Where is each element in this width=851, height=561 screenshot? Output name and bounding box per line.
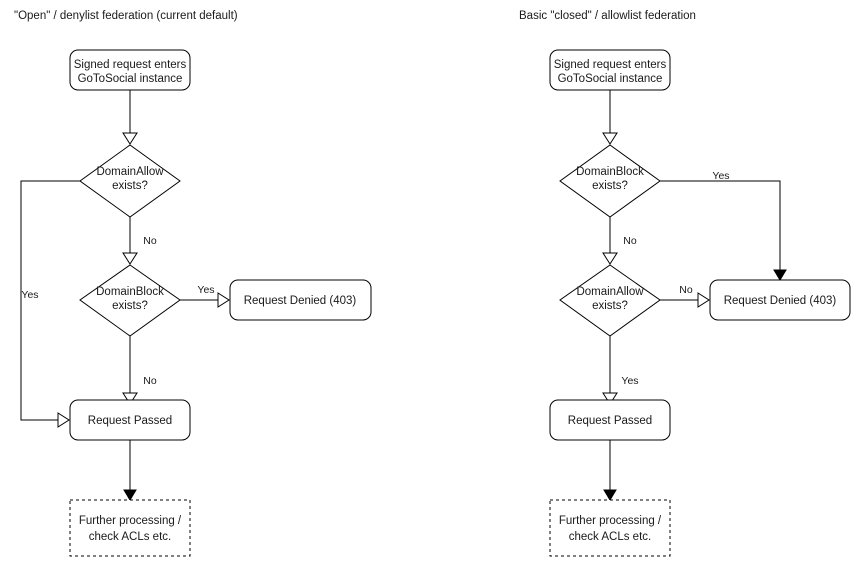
- node-right-domainallow-line2: exists?: [592, 300, 628, 312]
- edge-left-start-to-allow: [122, 90, 138, 145]
- node-left-start-line1: Signed request enters: [74, 59, 187, 71]
- node-left-further-processing-line2: check ACLs etc.: [89, 531, 171, 543]
- node-left-further-processing: Further processing / check ACLs etc.: [69, 499, 191, 557]
- node-right-request-passed-label: Request Passed: [568, 415, 652, 427]
- node-left-request-denied-label: Request Denied (403): [244, 295, 357, 307]
- node-right-request-passed: Request Passed: [549, 399, 671, 441]
- edge-left-block-yes: Yes: [180, 284, 230, 308]
- node-left-domainblock: DomainBlock exists?: [79, 264, 181, 337]
- edge-left-allow-yes: Yes: [20, 180, 80, 428]
- node-left-start: Signed request enters GoToSocial instanc…: [69, 49, 191, 91]
- node-right-domainblock: DomainBlock exists?: [559, 144, 661, 218]
- node-left-request-passed: Request Passed: [69, 399, 191, 441]
- edge-label-left-block-yes: Yes: [197, 284, 214, 296]
- edge-label-left-block-no: No: [143, 375, 157, 387]
- node-right-request-denied: Request Denied (403): [709, 279, 851, 321]
- node-left-domainblock-line2: exists?: [112, 300, 148, 312]
- node-left-request-denied-shape: [229, 279, 372, 321]
- node-left-request-passed-label: Request Passed: [88, 415, 172, 427]
- node-right-request-denied-shape: [709, 279, 851, 321]
- panel-right-title: Basic "closed" / allowlist federation: [519, 10, 696, 22]
- edge-right-passed-to-further: [603, 440, 617, 501]
- node-right-start: Signed request enters GoToSocial instanc…: [549, 49, 671, 91]
- node-right-domainallow: DomainAllow exists?: [559, 264, 661, 337]
- node-left-domainblock-line1: DomainBlock: [96, 286, 164, 298]
- node-right-request-denied-label: Request Denied (403): [724, 295, 837, 307]
- edge-left-allow-no: No: [122, 217, 157, 265]
- node-right-domainblock-line2: exists?: [592, 180, 628, 192]
- node-right-further-processing-line1: Further processing /: [559, 515, 662, 527]
- node-right-domainallow-line1: DomainAllow: [576, 286, 644, 298]
- node-left-start-line2: GoToSocial instance: [78, 73, 183, 85]
- edge-label-right-block-yes: Yes: [712, 170, 729, 182]
- edge-right-block-yes: Yes: [660, 170, 787, 281]
- node-left-further-processing-shape: [69, 499, 191, 557]
- edge-left-block-no: No: [122, 336, 157, 405]
- edge-label-left-allow-no: No: [143, 235, 157, 247]
- node-left-domainallow-line2: exists?: [112, 180, 148, 192]
- node-right-start-line2: GoToSocial instance: [558, 73, 663, 85]
- node-left-further-processing-line1: Further processing /: [79, 515, 182, 527]
- edge-right-block-no: No: [602, 217, 637, 265]
- edge-label-left-allow-yes: Yes: [21, 289, 38, 301]
- edge-label-right-block-no: No: [623, 235, 637, 247]
- edge-right-allow-yes: Yes: [602, 336, 639, 405]
- node-right-further-processing: Further processing / check ACLs etc.: [549, 499, 671, 557]
- node-right-further-processing-shape: [549, 499, 671, 557]
- edge-left-passed-to-further: [123, 440, 137, 501]
- edge-label-right-allow-yes: Yes: [621, 375, 638, 387]
- edge-right-allow-no: No: [660, 284, 710, 308]
- edge-label-right-allow-no: No: [679, 284, 693, 296]
- edge-right-start-to-block: [602, 90, 618, 145]
- node-left-request-denied: Request Denied (403): [229, 279, 372, 321]
- panel-right: Basic "closed" / allowlist federation Si…: [519, 10, 851, 557]
- node-left-domainallow: DomainAllow exists?: [79, 144, 181, 218]
- panel-left: "Open" / denylist federation (current de…: [14, 10, 372, 557]
- node-left-domainallow-line1: DomainAllow: [96, 166, 164, 178]
- node-right-domainblock-line1: DomainBlock: [576, 166, 644, 178]
- node-right-start-line1: Signed request enters: [554, 59, 667, 71]
- panel-left-title: "Open" / denylist federation (current de…: [14, 10, 238, 22]
- node-right-further-processing-line2: check ACLs etc.: [569, 531, 651, 543]
